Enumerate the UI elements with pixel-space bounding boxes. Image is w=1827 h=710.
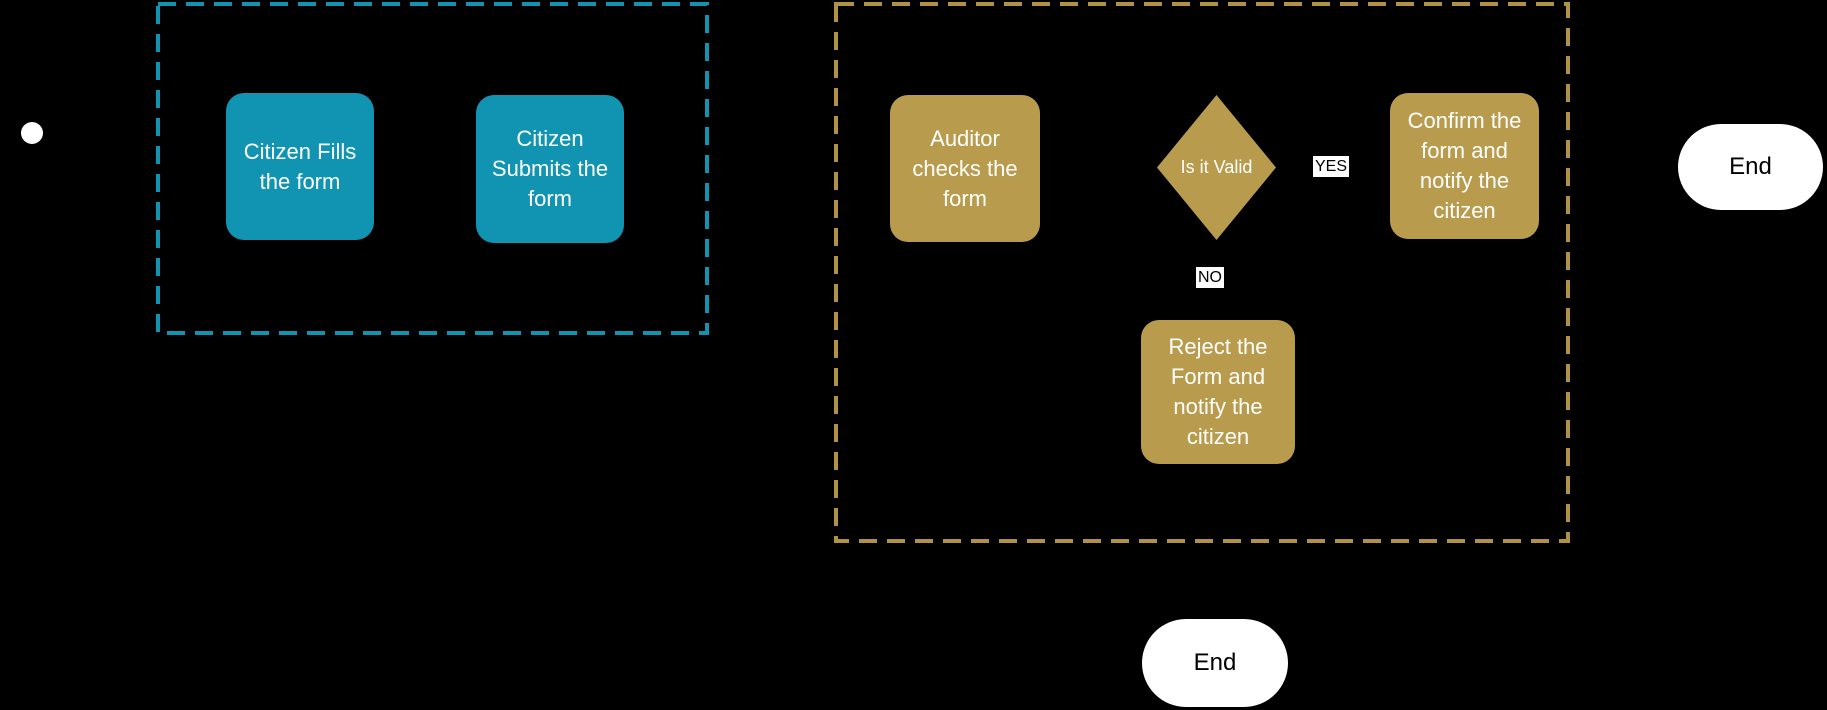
task-label: Confirm the form and notify the citizen — [1407, 108, 1522, 223]
task-node-auditor-checks-form: Auditor checks the form — [890, 95, 1040, 242]
edge-label-yes: YES — [1313, 156, 1350, 177]
task-node-citizen-fills-form: Citizen Fills the form — [226, 93, 374, 240]
citizen-lane-boundary — [156, 2, 709, 335]
end-terminator-reject-path: End — [1142, 619, 1288, 707]
start-event-node — [21, 122, 43, 144]
edge-label-no: NO — [1196, 267, 1224, 288]
task-node-reject-and-notify: Reject the Form and notify the citizen — [1141, 320, 1295, 464]
decision-node-is-it-valid: Is it Valid — [1157, 95, 1276, 240]
decision-diamond-shape — [1157, 95, 1276, 240]
decision-label: Is it Valid — [1180, 157, 1253, 177]
task-label: Citizen Fills the form — [243, 138, 357, 194]
end-label: End — [1193, 649, 1237, 676]
end-label: End — [1729, 153, 1772, 180]
task-label: Citizen Submits the form — [491, 126, 609, 211]
task-node-confirm-and-notify: Confirm the form and notify the citizen — [1390, 93, 1539, 239]
task-label: Auditor checks the form — [912, 125, 1018, 211]
end-terminator-main: End — [1678, 124, 1823, 210]
task-node-citizen-submits-form: Citizen Submits the form — [476, 95, 624, 243]
auditor-lane-boundary — [834, 2, 1570, 543]
task-label: Reject the Form and notify the citizen — [1168, 334, 1268, 449]
